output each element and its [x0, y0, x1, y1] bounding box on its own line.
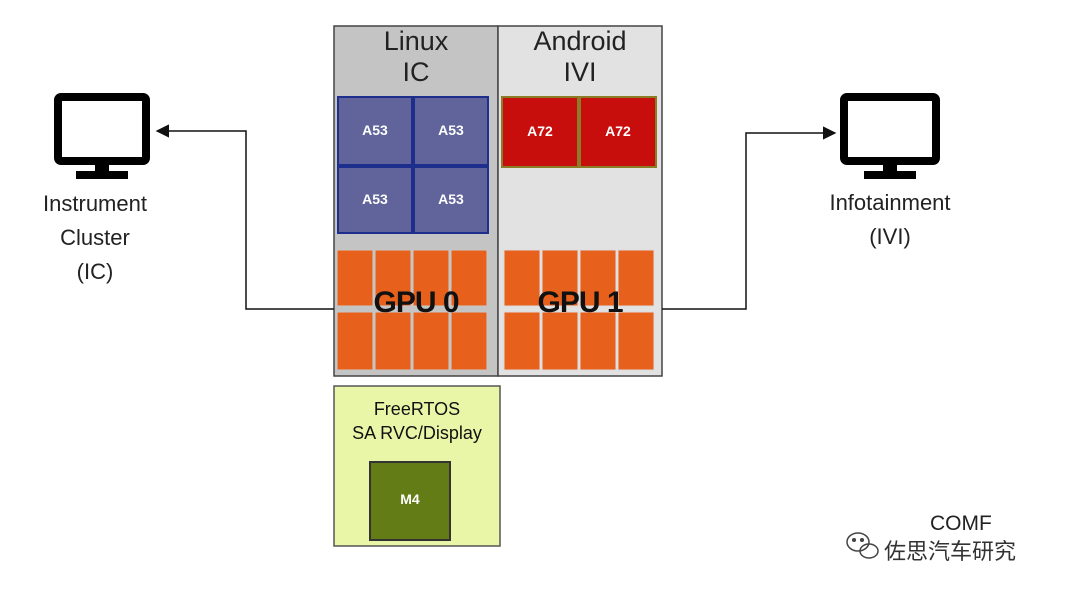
monitor-icon	[840, 93, 940, 179]
a53-core-label: A53	[362, 191, 388, 207]
title-line: Linux	[383, 26, 449, 56]
infotainment-label: Infotainment (IVI)	[800, 186, 980, 254]
label-line: Instrument	[43, 191, 147, 216]
watermark-text: 佐思汽车研究	[884, 539, 1017, 564]
gpu-0-label: GPU 0	[373, 286, 459, 319]
linux-ic-title: Linux IC	[334, 26, 498, 88]
a72-core	[501, 96, 579, 168]
watermark-comf: COMF	[930, 512, 992, 535]
wechat-icon	[846, 532, 879, 559]
rtos-title: FreeRTOS SA RVC/Display	[334, 397, 500, 445]
a53-core	[413, 166, 489, 234]
a53-core	[337, 96, 413, 166]
title-line: Android	[533, 26, 627, 56]
android-ivi-title: Android IVI	[498, 26, 662, 88]
a53-core-group	[337, 96, 489, 234]
label-line: (IC)	[76, 259, 114, 284]
title-line: FreeRTOS	[373, 399, 461, 419]
a53-core-label: A53	[362, 122, 388, 138]
label-line: Cluster	[60, 225, 130, 250]
m4-core	[369, 461, 451, 541]
gpu-0-tiles	[336, 249, 488, 371]
arrow-gpu1-to-ivi	[662, 126, 837, 310]
monitor-icon	[54, 93, 150, 179]
a72-core	[579, 96, 657, 168]
m4-core-label: M4	[400, 491, 420, 507]
a53-core-label: A53	[438, 122, 464, 138]
instrument-cluster-label: Instrument Cluster (IC)	[10, 187, 180, 289]
arrow-gpu0-to-ic	[155, 124, 334, 310]
gpu-1-label: GPU 1	[537, 286, 623, 319]
label-line: Infotainment	[829, 190, 951, 215]
a53-core	[337, 166, 413, 234]
a72-core-group	[501, 96, 657, 168]
title-line: IC	[402, 57, 430, 87]
a72-core-label: A72	[605, 123, 631, 139]
label-line: (IVI)	[869, 224, 911, 249]
a53-core	[413, 96, 489, 166]
a72-core-label: A72	[527, 123, 553, 139]
title-line: SA RVC/Display	[352, 423, 482, 443]
title-line: IVI	[563, 57, 597, 87]
gpu-1-tiles	[503, 249, 655, 371]
a53-core-label: A53	[438, 191, 464, 207]
